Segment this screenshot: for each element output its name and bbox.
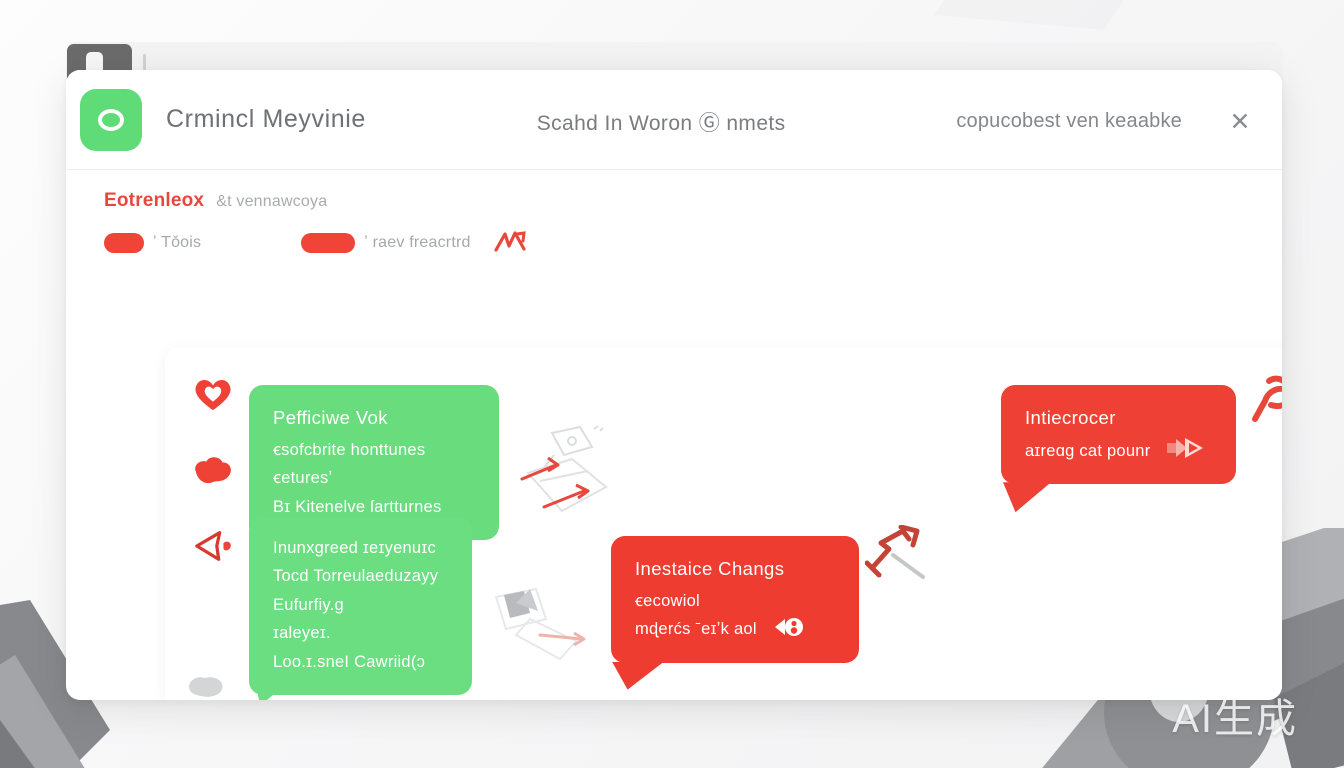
bubble-line: ɪaleyeɪ.	[273, 624, 331, 643]
circle-ring-icon	[98, 108, 124, 131]
sketch-device-b	[494, 587, 586, 661]
message-bubble-green-1[interactable]: Pefficiwe Vok ꞓsofcbrite honttunes ꞓetur…	[249, 385, 499, 540]
app-window: Crmincl Meyvinie Scahd In Woron Ⓖ nmets …	[66, 70, 1282, 700]
bubble-line: Bɪ Kitenelve ſartturnes	[273, 497, 442, 516]
toolbar-item-0-label: ʼ Tǒois	[153, 234, 202, 251]
message-bubble-red-right[interactable]: Intiecrocer aɪreɑg cat pounr	[1001, 385, 1236, 485]
red-pill-wide-icon	[301, 233, 356, 253]
app-logo-icon	[80, 88, 142, 151]
toolbar-item-1[interactable]: ʼ raev freacrtrd	[301, 233, 470, 253]
breadcrumb-secondary: &t vennawcoya	[216, 193, 328, 210]
bubble-line: aɪreɑg cat pounr	[1025, 436, 1214, 465]
blob-cloud-icon[interactable]	[190, 451, 236, 489]
heart-outline-icon[interactable]	[190, 375, 236, 413]
bubble-line: Pefficiwe Vok	[273, 407, 388, 428]
bubble-line: Loo.ɪ.sneI Cawriid(ɔ	[273, 652, 426, 671]
toolbar: ʼ Tǒois ʼ raev freacrtrd	[66, 212, 1282, 256]
sketch-arrow-center	[865, 525, 925, 579]
breadcrumb-primary[interactable]: Eotrenleox	[104, 190, 205, 211]
megaphone-outline-icon[interactable]	[190, 527, 236, 565]
bubble-line: Tocd Torreulaeduzayy	[273, 567, 439, 586]
toolbar-item-0[interactable]: ʼ Tǒois	[104, 233, 201, 253]
sketch-arrow-right	[1252, 375, 1282, 422]
rewind-badge-icon[interactable]	[772, 616, 806, 638]
toolbar-item-1-label: ʼ raev freacrtrd	[364, 234, 471, 251]
gray-blob-icon	[188, 677, 223, 697]
sketch-device-a	[520, 425, 608, 513]
message-bubble-green-2[interactable]: Inunxgreed ɪeɪyenuɪc Tocd Torreulaeduzay…	[249, 517, 472, 695]
close-icon[interactable]: ✕	[1229, 107, 1251, 136]
breadcrumb: Eotrenleox &t vennawcoya	[104, 190, 1282, 212]
scribble-arrow-icon[interactable]	[493, 230, 527, 256]
bubble-line: ꞓecowiol	[635, 591, 700, 610]
bubble-line: Inestaice Changs	[635, 558, 785, 579]
icon-rail	[185, 375, 241, 565]
bubble-line: ꞓsofcbrite honttunes	[273, 440, 426, 459]
browser-tab-caret	[143, 54, 146, 70]
message-bubble-red-center[interactable]: Inestaice Changs ꞓecowiol mɖerćs ˉeɪʼk a…	[611, 536, 859, 663]
chat-panel: Pefficiwe Vok ꞓsofcbrite honttunes ꞓetur…	[165, 347, 1282, 700]
sub-header: Eotrenleox &t vennawcoya	[66, 170, 1282, 212]
bubble-line: Inunxgreed ɪeɪyenuɪc	[273, 539, 436, 557]
bubble-line: Intiecrocer	[1025, 407, 1116, 428]
header-center-label: Scahd In Woron Ⓖ nmets	[536, 111, 786, 135]
red-pill-icon	[104, 233, 144, 253]
bubble-line: ꞓeturesʼ	[273, 469, 333, 488]
header-center-group: Scahd In Woron Ⓖ nmets	[366, 107, 956, 137]
page-title: Crmincl Meyvinie	[166, 105, 366, 133]
bubble-line-text: mɖerćs ˉeɪʼk aol	[635, 620, 757, 639]
header-right-label: copucobest ven keaabke	[956, 110, 1182, 132]
bubble-line: mɖerćs ˉeɪʼk aol	[635, 615, 837, 643]
bubble-line: Eufurfiy.g	[273, 595, 344, 614]
play-badge-icon[interactable]	[1165, 436, 1205, 460]
app-header: Crmincl Meyvinie Scahd In Woron Ⓖ nmets …	[66, 70, 1282, 170]
bubble-line-text: aɪreɑg cat pounr	[1025, 441, 1151, 460]
